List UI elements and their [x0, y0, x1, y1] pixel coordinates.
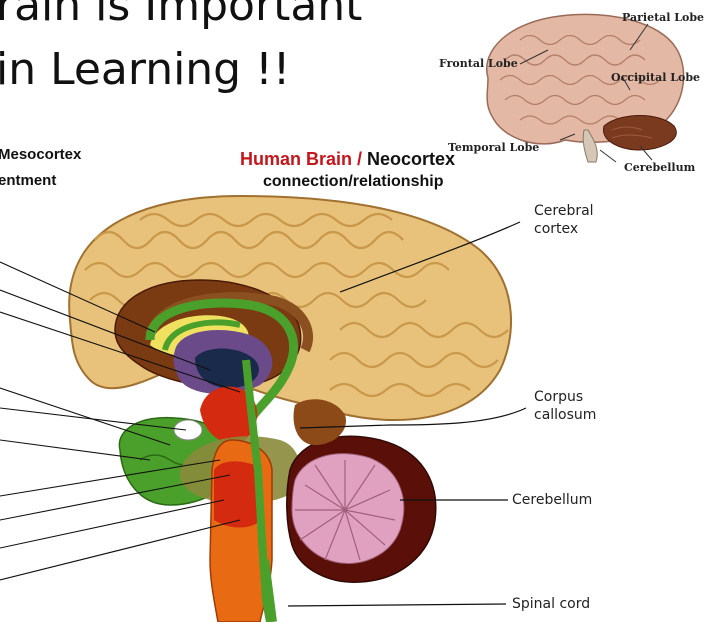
- small-brain-illustration: [487, 14, 684, 162]
- label-spinal-cord: Spinal cord: [512, 595, 590, 613]
- main-brain-illustration: [69, 196, 511, 622]
- label-small-cerebellum: Cerebellum: [624, 161, 695, 174]
- neocortex-prefix: Human Brain /: [240, 149, 367, 169]
- label-corpus-callosum-line2: callosum: [534, 406, 596, 424]
- label-corpus-callosum: Corpus callosum: [534, 388, 596, 424]
- label-cerebellum: Cerebellum: [512, 491, 592, 509]
- label-occipital-lobe: Occipital Lobe: [611, 71, 700, 84]
- label-cerebral-cortex: Cerebral cortex: [534, 202, 594, 238]
- mesocortex-sublabel: entment: [0, 172, 56, 189]
- label-corpus-callosum-line1: Corpus: [534, 388, 596, 406]
- mesocortex-label: Mesocortex: [0, 146, 81, 163]
- label-temporal-lobe: Temporal Lobe: [448, 141, 539, 154]
- neocortex-word: Neocortex: [367, 149, 455, 169]
- label-cerebral-cortex-line1: Cerebral: [534, 202, 594, 220]
- neocortex-heading: Human Brain / Neocortex: [240, 149, 455, 170]
- label-cerebral-cortex-line2: cortex: [534, 220, 594, 238]
- label-parietal-lobe: Parietal Lobe: [622, 11, 704, 24]
- label-frontal-lobe: Frontal Lobe: [439, 57, 518, 70]
- neocortex-sublabel: connection/relationship: [263, 173, 443, 191]
